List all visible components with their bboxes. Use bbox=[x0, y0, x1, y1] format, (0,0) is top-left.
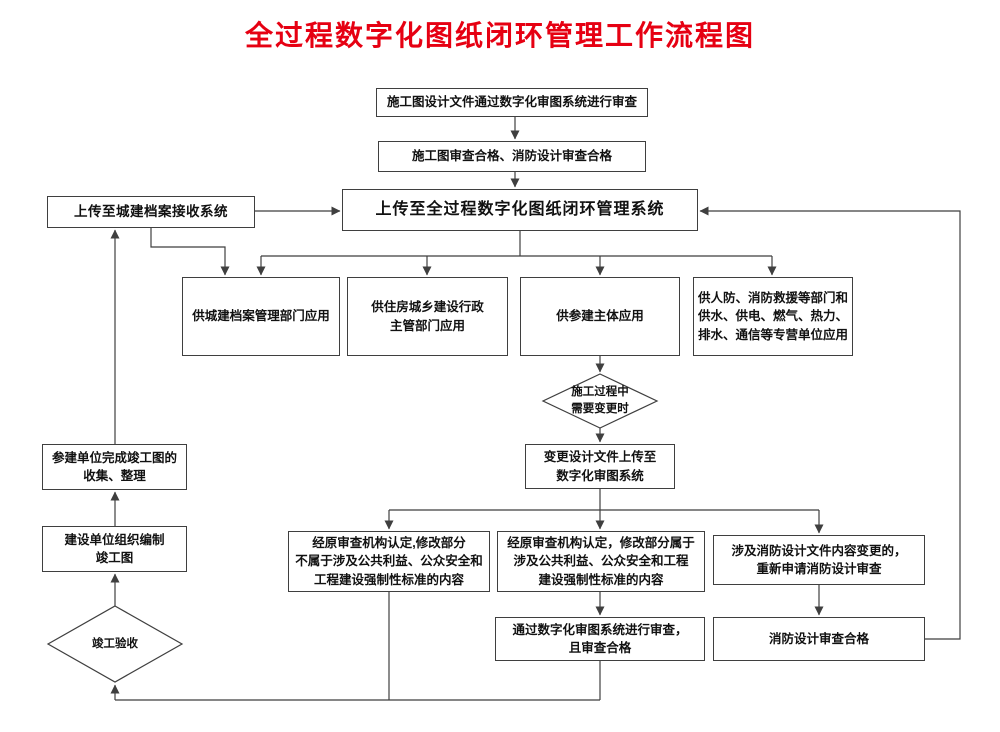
node-app-housing-label: 供住房城乡建设行政 主管部门应用 bbox=[371, 300, 484, 333]
node-app-utilities-label: 供人防、消防救援等部门和 供水、供电、燃气、热力、 排水、通信等专营单位应用 bbox=[698, 291, 849, 342]
node-change-upload-label: 变更设计文件上传至 数字化审图系统 bbox=[543, 450, 657, 483]
node-digital-pass-label: 通过数字化审图系统进行审查， 且审查合格 bbox=[512, 622, 688, 655]
node-collect-label: 参建单位完成竣工图的 收集、整理 bbox=[51, 450, 177, 483]
node-app-participants-label: 供参建主体应用 bbox=[556, 309, 644, 324]
node-fire-change-label: 涉及消防设计文件内容变更的， 重新申请消防设计审查 bbox=[731, 543, 907, 576]
node-app-utilities: 供人防、消防救援等部门和 供水、供电、燃气、热力、 排水、通信等专营单位应用 bbox=[693, 277, 853, 356]
node-compile: 建设单位组织编制 竣工图 bbox=[42, 526, 187, 572]
node-upload-loop-label: 上传至全过程数字化图纸闭环管理系统 bbox=[375, 201, 665, 219]
node-upload-loop: 上传至全过程数字化图纸闭环管理系统 bbox=[342, 189, 698, 231]
node-review: 施工图设计文件通过数字化审图系统进行审查 bbox=[376, 88, 648, 117]
decision-acceptance-shape bbox=[46, 605, 184, 683]
node-upload-archive-label: 上传至城建档案接收系统 bbox=[74, 204, 228, 220]
node-collect: 参建单位完成竣工图的 收集、整理 bbox=[42, 444, 187, 490]
node-fire-pass-label: 消防设计审查合格 bbox=[768, 631, 869, 646]
node-compile-label: 建设单位组织编制 竣工图 bbox=[64, 532, 165, 565]
node-pass: 施工图审查合格、消防设计审查合格 bbox=[378, 141, 646, 172]
node-mandatory: 经原审查机构认定，修改部分属于 涉及公共利益、公众安全和工程 建设强制性标准的内… bbox=[497, 531, 705, 592]
node-upload-archive: 上传至城建档案接收系统 bbox=[47, 196, 255, 228]
node-mandatory-label: 经原审查机构认定，修改部分属于 涉及公共利益、公众安全和工程 建设强制性标准的内… bbox=[507, 536, 695, 587]
page-title: 全过程数字化图纸闭环管理工作流程图 bbox=[244, 20, 755, 51]
node-review-label: 施工图设计文件通过数字化审图系统进行审查 bbox=[386, 95, 637, 110]
node-fire-pass: 消防设计审查合格 bbox=[713, 617, 925, 661]
node-app-archive: 供城建档案管理部门应用 bbox=[182, 277, 340, 356]
arrow-archivebox-to-app-archive bbox=[150, 228, 230, 276]
node-app-archive-label: 供城建档案管理部门应用 bbox=[192, 309, 330, 324]
decision-need-change-shape bbox=[541, 373, 659, 429]
arrow-firepass-to-loop bbox=[699, 206, 961, 640]
node-app-participants: 供参建主体应用 bbox=[520, 277, 680, 356]
node-pass-label: 施工图审查合格、消防设计审查合格 bbox=[411, 149, 612, 164]
node-digital-pass: 通过数字化审图系统进行审查， 且审查合格 bbox=[495, 617, 705, 661]
node-fire-change: 涉及消防设计文件内容变更的， 重新申请消防设计审查 bbox=[713, 535, 925, 585]
node-not-mandatory: 经原审查机构认定,修改部分 不属于涉及公共利益、公众安全和 工程建设强制性标准的… bbox=[288, 531, 490, 592]
node-app-housing: 供住房城乡建设行政 主管部门应用 bbox=[347, 277, 508, 356]
node-not-mandatory-label: 经原审查机构认定,修改部分 不属于涉及公共利益、公众安全和 工程建设强制性标准的… bbox=[295, 536, 483, 587]
node-change-upload: 变更设计文件上传至 数字化审图系统 bbox=[525, 444, 675, 489]
